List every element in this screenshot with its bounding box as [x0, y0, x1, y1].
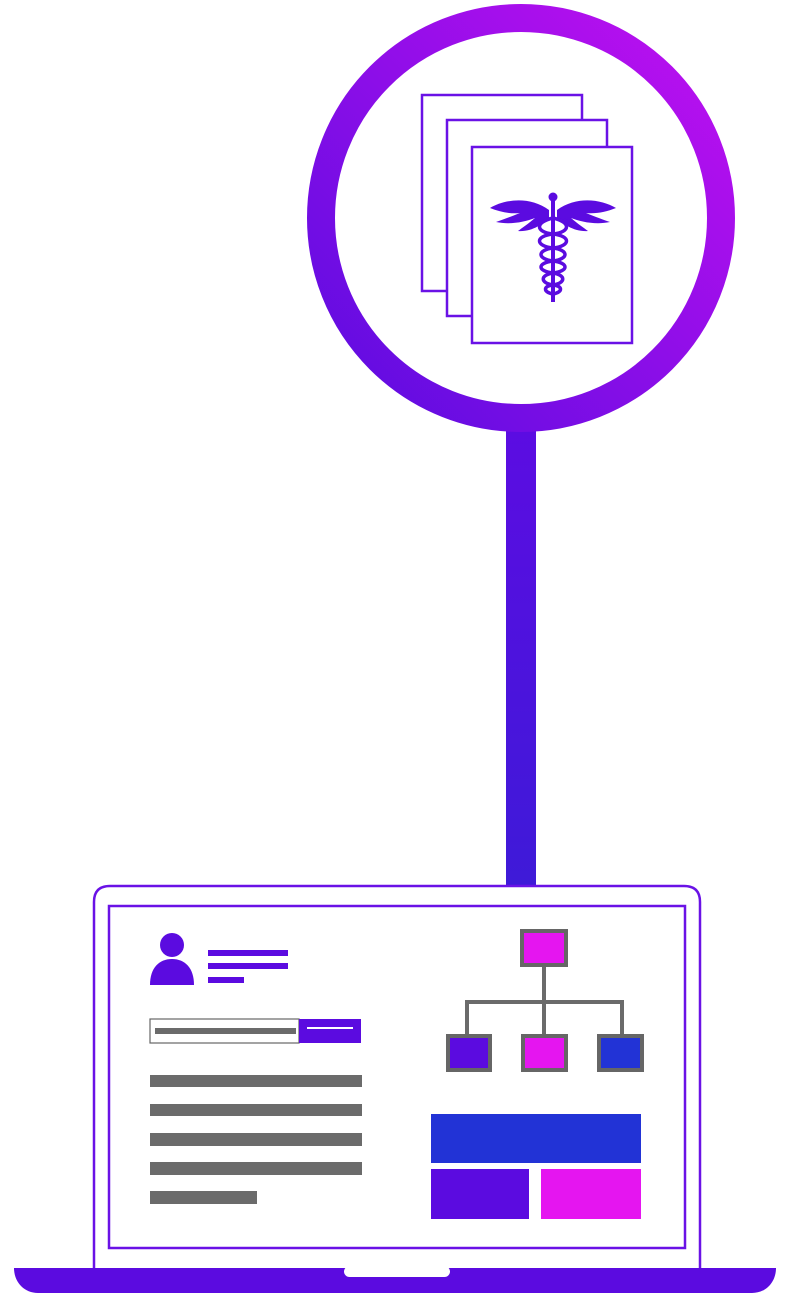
org-node-left: [446, 1034, 492, 1072]
search-bar[interactable]: [149, 1018, 361, 1044]
block-left: [431, 1169, 529, 1219]
text-line: [150, 1133, 362, 1146]
search-input-placeholder-line: [155, 1028, 296, 1034]
text-line: [150, 1162, 362, 1175]
caduceus-icon: [490, 192, 616, 302]
text-line: [150, 1191, 257, 1204]
org-chart-icon: [446, 929, 644, 1072]
org-node-root: [520, 929, 568, 967]
org-node-center: [521, 1034, 568, 1072]
stacked-documents-icon: [420, 93, 634, 345]
profile-text-lines: [208, 950, 288, 983]
dashboard-blocks: [431, 1114, 641, 1219]
connector-stem: [506, 420, 536, 890]
laptop-base: [14, 1268, 776, 1293]
user-avatar-icon: [150, 933, 194, 985]
text-line: [150, 1104, 362, 1116]
content-text-lines: [150, 1075, 362, 1204]
trackpad-notch: [344, 1266, 450, 1277]
search-button-line: [307, 1027, 353, 1029]
lens-ring: [307, 4, 735, 432]
org-node-right: [597, 1034, 644, 1072]
block-wide: [431, 1114, 641, 1163]
laptop: [14, 884, 776, 1293]
search-button[interactable]: [299, 1019, 361, 1043]
block-right: [541, 1169, 641, 1219]
text-line: [150, 1075, 362, 1087]
